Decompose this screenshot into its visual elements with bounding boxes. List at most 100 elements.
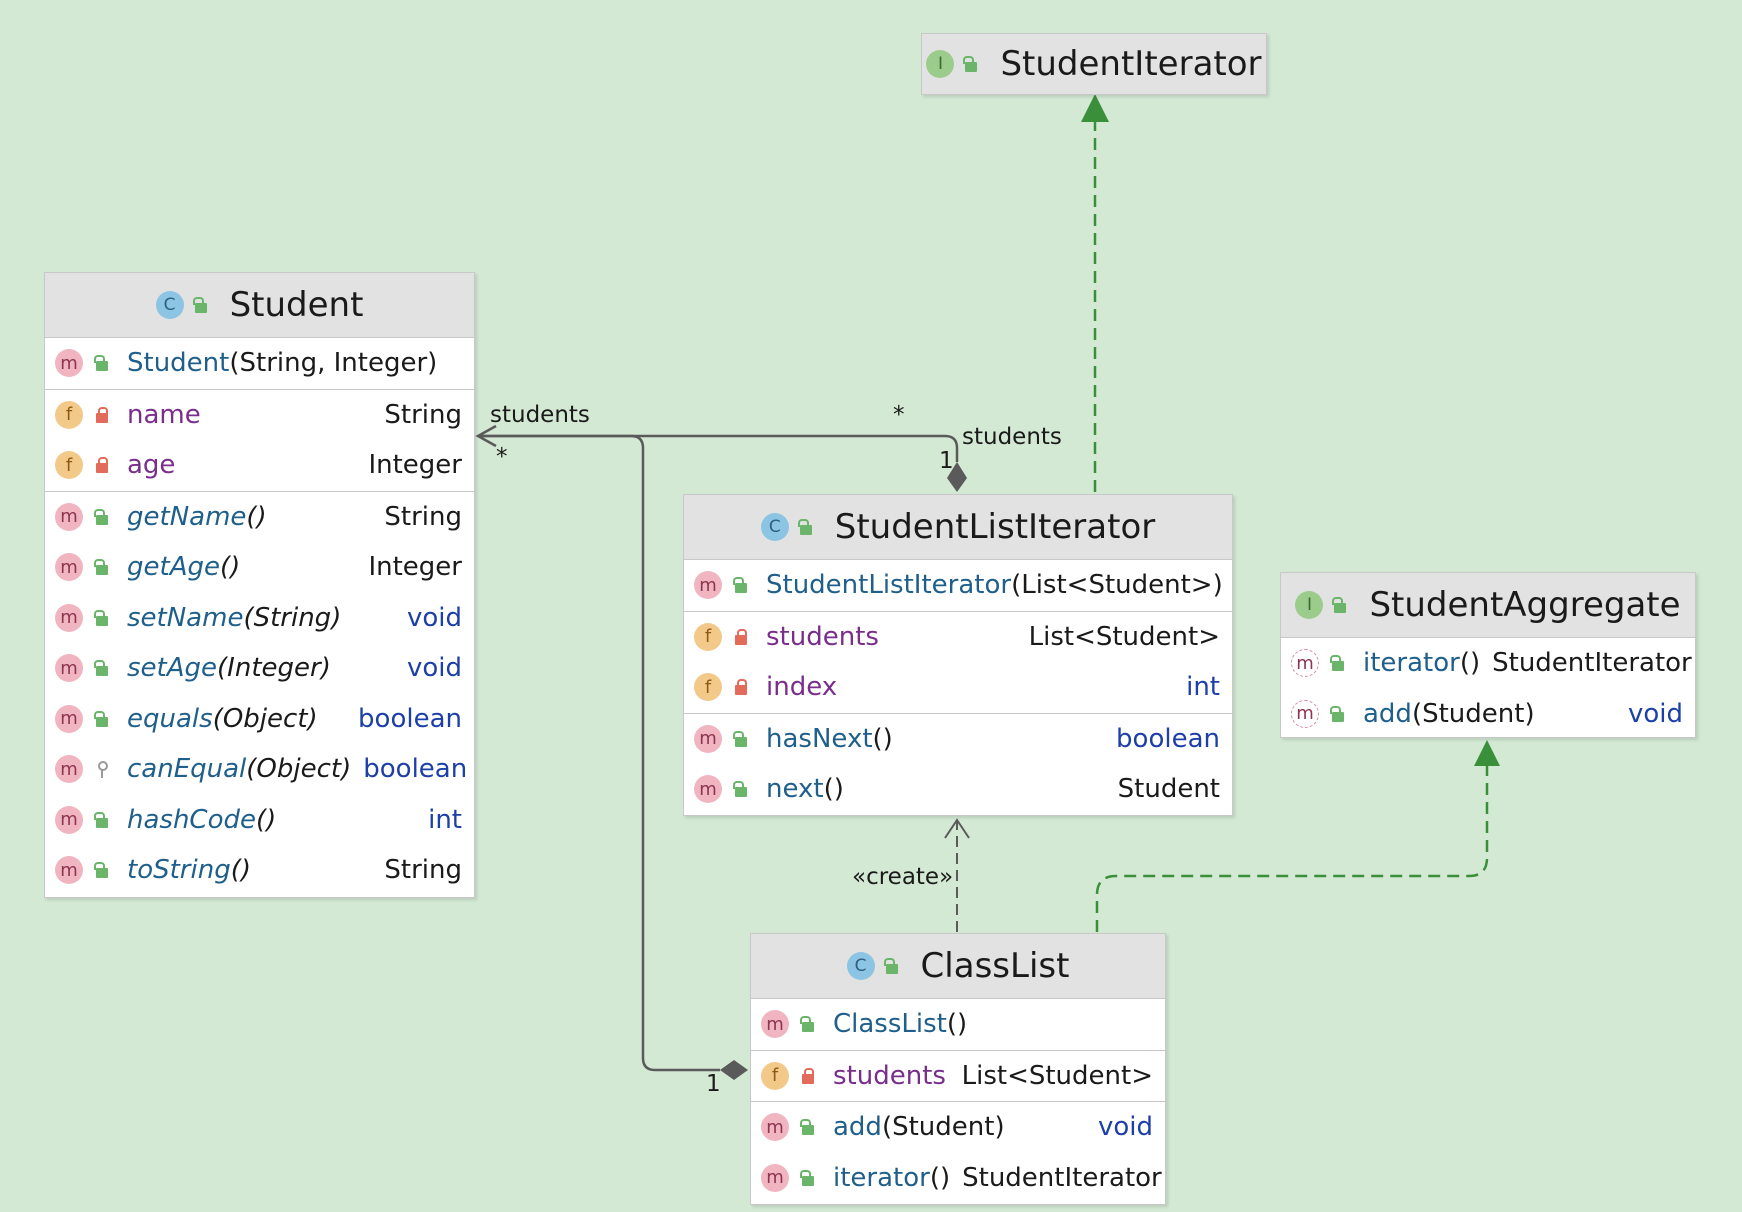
member-name: toString [127, 855, 231, 886]
multiplicity-label: 1 [939, 448, 954, 474]
fields-section: f students List<Student> [751, 1051, 1165, 1102]
public-visibility-icon [1331, 596, 1349, 614]
public-visibility-icon [93, 508, 111, 526]
member-type: String [384, 501, 462, 532]
methods-section: m getName () String m getAge () Integer … [45, 492, 474, 896]
public-visibility-icon [797, 518, 815, 536]
member-row[interactable]: m setAge (Integer) void [45, 643, 474, 694]
member-row[interactable]: m hasNext () boolean [684, 714, 1232, 765]
member-params: () [872, 723, 893, 754]
member-params: () [929, 1162, 951, 1193]
member-row[interactable]: m StudentListIterator (List<Student>) [684, 560, 1232, 611]
methods-section: m hasNext () boolean m next () Student [684, 714, 1232, 815]
constructors-section: m Student (String, Integer) [45, 338, 474, 390]
method-icon: m [55, 603, 83, 632]
member-name: equals [127, 703, 213, 734]
member-row[interactable]: m add (Student) void [1281, 689, 1695, 740]
member-name: setAge [127, 653, 218, 684]
interface-icon: I [926, 50, 955, 78]
class-icon: C [846, 952, 875, 980]
member-name: setName [127, 602, 244, 633]
public-visibility-icon [883, 957, 901, 975]
member-name: students [766, 621, 879, 652]
member-type: List<Student> [1028, 621, 1220, 652]
realization-arrowhead-studentaggregate [1474, 740, 1500, 766]
class-header: C ClassList [751, 934, 1165, 999]
member-name: getAge [127, 552, 220, 583]
member-row[interactable]: m equals (Object) boolean [45, 694, 474, 745]
member-name: hashCode [127, 804, 256, 835]
member-type: void [1627, 698, 1683, 729]
field-icon: f [694, 622, 722, 651]
member-name: StudentListIterator [766, 570, 1012, 601]
multiplicity-label: * [496, 444, 508, 470]
member-type: String [384, 399, 462, 430]
class-name: Student [229, 285, 364, 325]
class-studentaggregate[interactable]: I StudentAggregate m iterator () Student… [1280, 572, 1696, 738]
method-icon: m [761, 1113, 789, 1142]
member-row[interactable]: m ClassList () [751, 999, 1165, 1050]
member-params: () [246, 501, 267, 532]
member-row[interactable]: f students List<Student> [684, 612, 1232, 663]
composition-diamond-studentlistiterator [947, 462, 967, 492]
field-icon: f [55, 400, 83, 429]
member-params: (String) [243, 602, 342, 633]
public-visibility-icon [732, 730, 750, 748]
class-studentlistiterator[interactable]: C StudentListIterator m StudentListItera… [683, 494, 1233, 816]
method-icon: m [55, 553, 83, 582]
member-type: Integer [368, 450, 462, 481]
member-type: StudentIterator [962, 1162, 1162, 1193]
member-row[interactable]: m next () Student [684, 764, 1232, 815]
member-type: String [384, 855, 462, 886]
field-icon: f [694, 673, 722, 702]
method-icon: m [55, 502, 83, 531]
member-row[interactable]: m getName () String [45, 492, 474, 543]
class-student[interactable]: C Student m Student (String, Integer) f … [44, 272, 475, 898]
member-params: () [1459, 648, 1481, 679]
public-visibility-icon [93, 710, 111, 728]
class-studentiterator[interactable]: I StudentIterator [921, 33, 1267, 95]
member-type: void [406, 653, 462, 684]
methods-section: m add (Student) void m iterator () Stude… [751, 1102, 1165, 1203]
member-params: (Student) [1411, 698, 1535, 729]
constructors-section: m ClassList () [751, 999, 1165, 1051]
member-row[interactable]: m toString () String [45, 845, 474, 896]
member-row[interactable]: f name String [45, 390, 474, 441]
method-icon: m [694, 775, 722, 804]
member-row[interactable]: m Student (String, Integer) [45, 338, 474, 389]
member-row[interactable]: f index int [684, 662, 1232, 713]
member-row[interactable]: m canEqual (Object) boolean [45, 744, 474, 795]
member-name: Student [127, 348, 230, 379]
member-name: name [127, 399, 201, 430]
member-name: iterator [1363, 648, 1460, 679]
member-type: boolean [1116, 723, 1220, 754]
class-icon: C [155, 291, 184, 319]
method-icon: m [55, 349, 83, 378]
member-type: int [428, 804, 462, 835]
member-row[interactable]: f age Integer [45, 440, 474, 491]
member-params: () [219, 552, 241, 583]
member-row[interactable]: m iterator () StudentIterator [1281, 638, 1695, 689]
member-name: add [833, 1112, 882, 1143]
composition-diamond-classlist [720, 1060, 748, 1080]
method-icon: m [55, 654, 83, 683]
realization-line-classlist [1095, 760, 1489, 932]
member-row[interactable]: m hashCode () int [45, 795, 474, 846]
member-name: iterator [833, 1162, 930, 1193]
member-type: boolean [358, 703, 462, 734]
multiplicity-label: 1 [706, 1071, 721, 1097]
member-row[interactable]: m setName (String) void [45, 593, 474, 644]
class-classlist[interactable]: C ClassList m ClassList () f students Li… [750, 933, 1166, 1205]
member-row[interactable]: m iterator () StudentIterator [751, 1153, 1165, 1204]
class-name: StudentAggregate [1369, 585, 1681, 625]
member-row[interactable]: f students List<Student> [751, 1051, 1165, 1102]
member-type: void [406, 602, 462, 633]
member-type: int [1186, 672, 1220, 703]
member-row[interactable]: m getAge () Integer [45, 542, 474, 593]
member-row[interactable]: m add (Student) void [751, 1102, 1165, 1153]
member-params: () [230, 855, 251, 886]
member-name: hasNext [766, 723, 873, 754]
public-visibility-icon [799, 1015, 817, 1033]
private-visibility-icon [93, 406, 111, 424]
